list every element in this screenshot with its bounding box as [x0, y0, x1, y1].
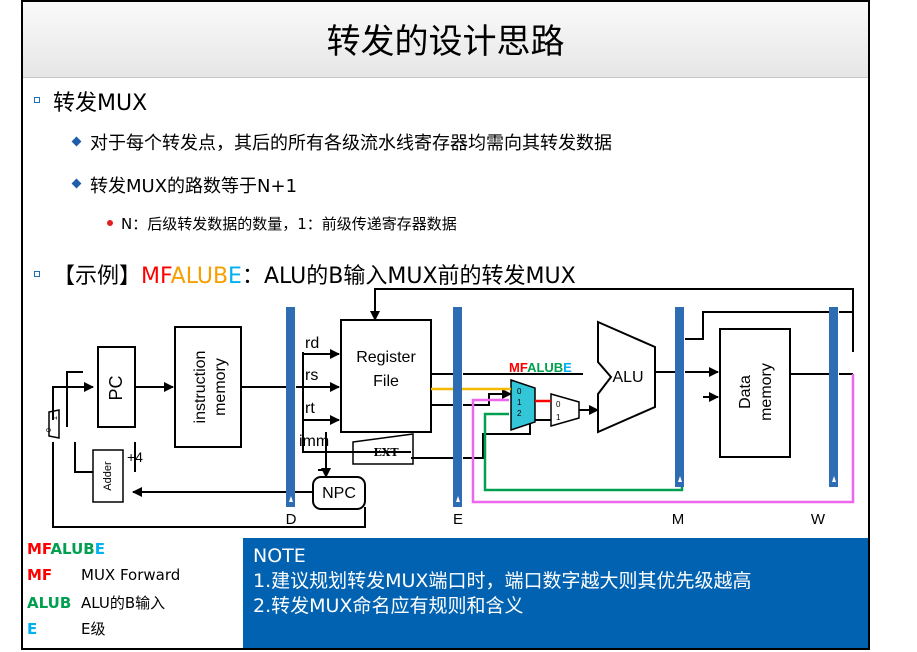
dmem-label-2: memory [758, 363, 775, 421]
square-bullet-icon [34, 271, 40, 277]
mux-name-label: MFALUBE [509, 360, 572, 375]
note-line-1: 1.建议规划转发MUX端口时，端口数字越大则其优先级越高 [253, 570, 752, 592]
mux-port-1: 1 [517, 398, 522, 407]
npc-label: NPC [322, 485, 356, 502]
note-line-2: 2.转发MUX命名应有规则和含义 [253, 595, 524, 617]
bullet-n-meaning: N：后级转发数据的数量，1：前级传递寄存器数据 [121, 215, 457, 233]
dmem-label-1: Data [737, 375, 754, 409]
pc-label: PC [106, 375, 126, 400]
imm-label: imm [299, 433, 329, 450]
regfile-label-2: File [373, 373, 399, 390]
plus4-label: +4 [127, 449, 143, 465]
smux-port-0: 0 [556, 400, 561, 409]
ext-label: EXT [373, 446, 399, 459]
example-bracket: 【示例】 [53, 264, 142, 289]
slide-title: 转发的设计思路 [326, 22, 565, 62]
dot-bullet-icon [107, 220, 113, 226]
mux-name-mf: MF [509, 360, 528, 375]
legend-key-mf: MF [27, 566, 53, 584]
regfile-label-1: Register [356, 349, 416, 366]
mux-port-0: 0 [517, 387, 522, 396]
adder-label: Adder [102, 461, 114, 491]
slide: 转发的设计思路 转发MUX 对于每个转发点，其后的所有各级流水线寄存器均需向其转… [21, 0, 870, 650]
stage-w-label: W [811, 511, 826, 528]
imem-label-1: instruction [192, 351, 209, 424]
legend-heading: MFALUBE [27, 540, 105, 558]
rs-label: rs [305, 367, 318, 384]
note-heading: NOTE [253, 545, 306, 567]
mux-port-2: 2 [517, 409, 522, 418]
note-box: NOTE 1.建议规划转发MUX端口时，端口数字越大则其优先级越高 2.转发MU… [243, 538, 868, 648]
legend-row-mf: MF MUX Forward [27, 566, 180, 584]
smux-port-1: 1 [556, 413, 561, 422]
legend-key-e: E [27, 620, 38, 638]
mux-name-alub: ALUB [527, 360, 563, 375]
legend-val-e: E级 [81, 620, 106, 638]
legend-head-alub: ALUB [50, 540, 95, 558]
title-bar: 转发的设计思路 [23, 2, 868, 78]
legend-head-mf: MF [27, 540, 51, 558]
example-heading: 【示例】MFALUBE：ALU的B输入MUX前的转发MUX [53, 258, 576, 290]
stage-d-label: D [286, 511, 297, 528]
pipeline-diagram: PC instruction memory rd rs rt imm Regis… [46, 288, 855, 528]
pcmux-port-1: 1 [52, 416, 59, 420]
imem-label-2: memory [212, 358, 229, 416]
legend-val-mf: MUX Forward [81, 566, 181, 584]
example-e: E [228, 264, 242, 289]
square-bullet-icon [34, 97, 40, 103]
legend-val-alub: ALU的B输入 [81, 594, 166, 612]
rd-label: rd [305, 335, 319, 352]
example-alub: ALUB [170, 264, 229, 289]
legend-row-alub: ALUB ALU的B输入 [27, 592, 165, 613]
alu-label: ALU [612, 369, 643, 386]
legend-row-e: E E级 [27, 618, 105, 639]
bullet-every-point: 对于每个转发点，其后的所有各级流水线寄存器均需向其转发数据 [90, 133, 612, 154]
stage-m-label: M [672, 511, 685, 528]
legend-head-e: E [94, 540, 105, 558]
legend-key-alub: ALUB [27, 594, 72, 612]
example-rest: ：ALU的B输入MUX前的转发MUX [241, 264, 576, 289]
pcmux-port-0: 0 [46, 428, 53, 432]
bullet-ways: 转发MUX的路数等于N+1 [90, 176, 298, 197]
rt-label: rt [305, 400, 315, 417]
stage-e-label: E [453, 511, 463, 528]
bullet-forward-mux: 转发MUX [53, 91, 148, 116]
example-mf: MF [141, 264, 171, 289]
mux-name-e: E [563, 360, 572, 375]
